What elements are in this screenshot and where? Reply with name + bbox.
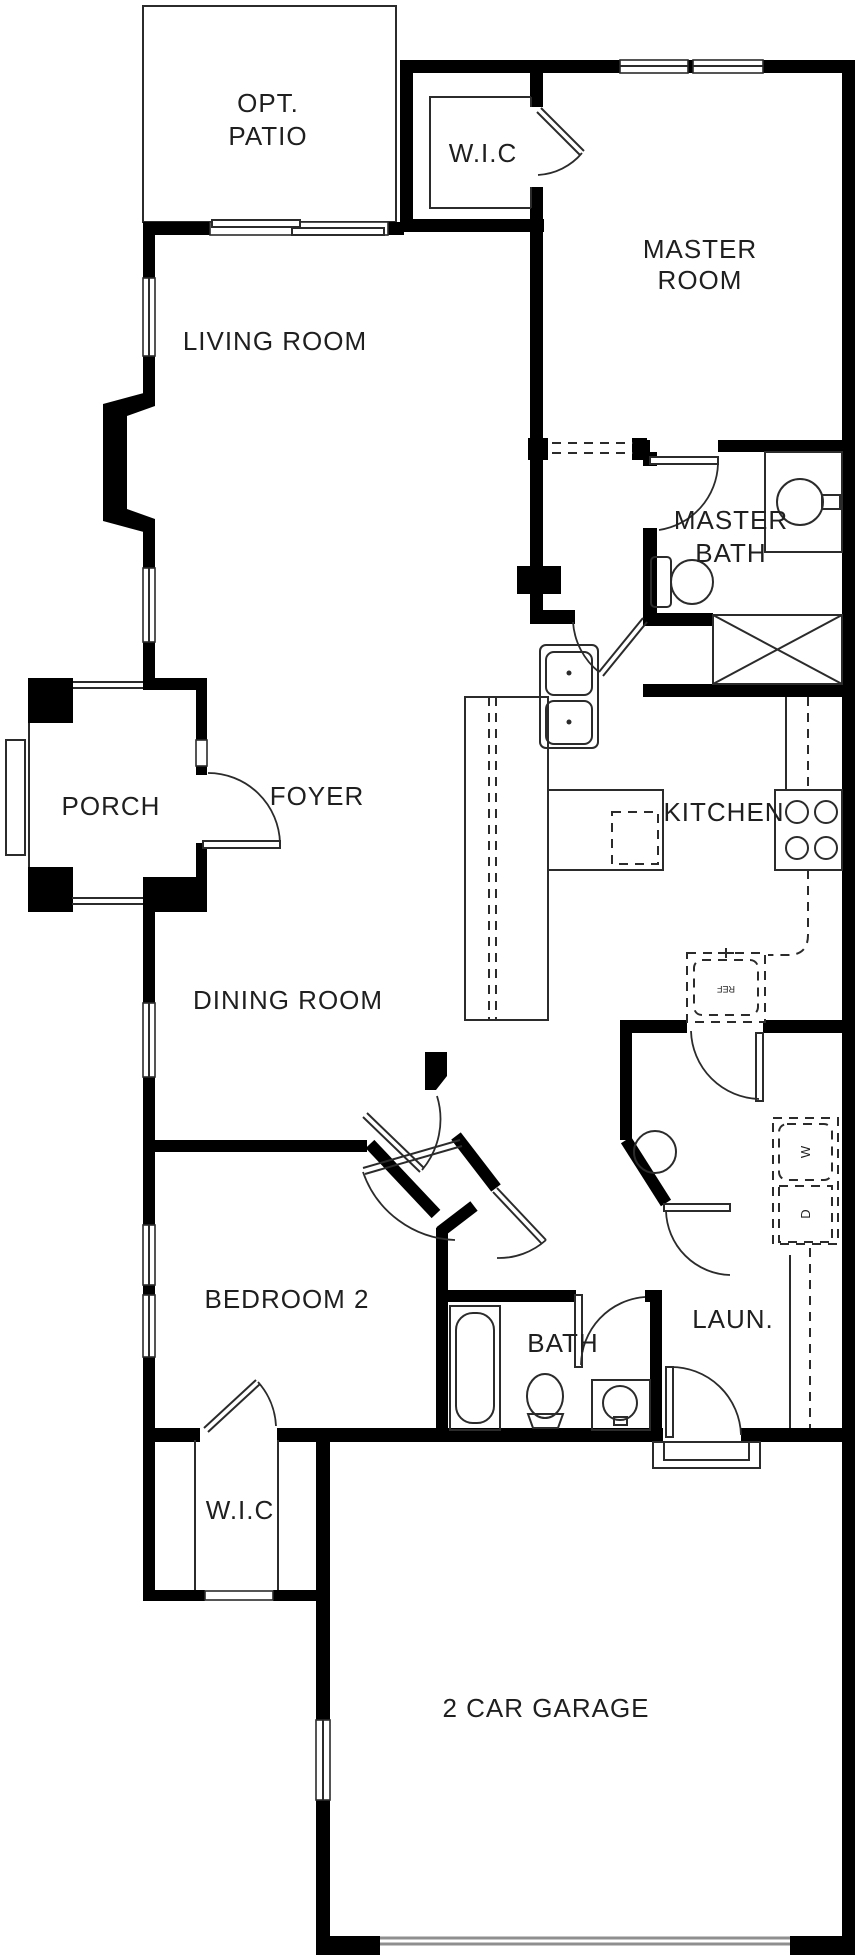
label-master-room-2: ROOM (658, 265, 743, 295)
dryer-label: D (798, 1209, 813, 1218)
label-wic-master: W.I.C (449, 138, 518, 168)
washer-label: W (798, 1145, 813, 1158)
garage-door (380, 1936, 790, 1946)
garage-window (315, 1719, 331, 1801)
label-bath: BATH (527, 1328, 598, 1358)
laundry-closet-door (663, 1203, 731, 1276)
label-master-bath-1: MASTER (674, 505, 788, 535)
washer: W (778, 1123, 833, 1181)
garage-entry-door (652, 1366, 761, 1469)
kitchen-laundry-door (690, 1030, 764, 1102)
bath-sink (591, 1379, 651, 1431)
master-wic-door (536, 107, 585, 176)
kitchen-counter (547, 789, 664, 871)
dryer: D (778, 1185, 833, 1243)
master-bath-toilet (650, 556, 714, 608)
windows (142, 59, 764, 1801)
shower (712, 614, 843, 685)
wic2-door (203, 1379, 277, 1433)
label-dining-room: DINING ROOM (193, 985, 383, 1015)
bath-fixtures (449, 1305, 651, 1431)
label-master-room-1: MASTER (643, 234, 757, 264)
label-garage: 2 CAR GARAGE (442, 1693, 649, 1723)
room-labels: OPT. PATIO W.I.C MASTER ROOM LIVING ROOM… (62, 88, 788, 1723)
master-window (619, 59, 689, 74)
bedroom2-door (362, 1139, 463, 1241)
master-bath-vanity (764, 451, 843, 553)
kitchen-fixtures: REF (464, 644, 843, 1023)
bath-toilet (526, 1373, 565, 1429)
cased-opening (552, 442, 633, 454)
walls (28, 60, 855, 1955)
fireplace (103, 390, 155, 535)
washer-dryer-cabinet (772, 1117, 839, 1245)
bath-door (574, 1294, 646, 1368)
master-wic-shelf (429, 96, 532, 209)
bedroom2-window (142, 1294, 156, 1358)
label-bedroom2: BEDROOM 2 (204, 1284, 369, 1314)
master-window (692, 59, 764, 74)
hall-kitchen-door (572, 617, 648, 677)
foyer-sidelite-window (195, 739, 208, 767)
bedroom2-window (142, 1224, 156, 1286)
bath-hall-door (492, 1187, 547, 1259)
front-door (202, 772, 281, 849)
sliding-door (209, 219, 389, 236)
label-foyer: FOYER (270, 781, 365, 811)
label-opt-patio-2: PATIO (228, 121, 307, 151)
dining-window (142, 1002, 156, 1078)
laundry-fixtures: W D (633, 1117, 839, 1428)
closet-interiors (194, 96, 532, 1590)
label-living-room: LIVING ROOM (183, 326, 367, 356)
label-kitchen: KITCHEN (663, 797, 784, 827)
doors (202, 107, 790, 1946)
porch-column (5, 739, 26, 856)
refrigerator-label: REF (716, 984, 735, 994)
water-heater (633, 1130, 677, 1174)
label-laundry: LAUN. (692, 1304, 774, 1334)
label-master-bath-2: BATH (695, 538, 766, 568)
bathtub (449, 1305, 501, 1431)
living-window (142, 277, 156, 357)
label-opt-patio-1: OPT. (237, 88, 299, 118)
master-bath-fixtures (650, 451, 843, 685)
wic2-vent-window (204, 1590, 274, 1601)
label-porch: PORCH (62, 791, 161, 821)
refrigerator: REF (686, 948, 766, 1023)
dishwasher (611, 811, 659, 865)
label-wic-bedroom2: W.I.C (206, 1495, 275, 1525)
counter-dashed-line (768, 870, 809, 956)
living-window (142, 567, 156, 643)
kitchen-sink (539, 644, 599, 749)
master-bath-door (649, 456, 719, 531)
porch-structure (5, 681, 143, 905)
